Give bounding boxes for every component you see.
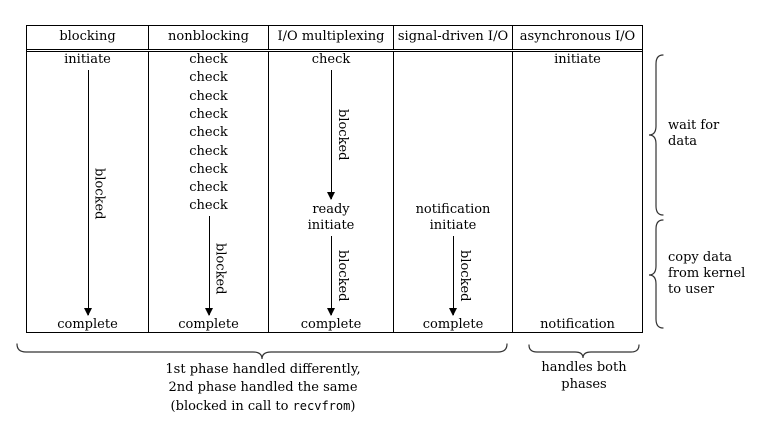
io-models-table: blocking nonblocking I/O multiplexing si… xyxy=(26,25,643,333)
nonblocking-check-label: check xyxy=(189,70,228,85)
wait-for-data-brace xyxy=(648,54,664,216)
recvfrom-code: recvfrom xyxy=(292,399,351,413)
wait-for-data-line2: data xyxy=(668,134,698,149)
blocking-complete-label: complete xyxy=(57,317,118,332)
async-notification-label: notification xyxy=(540,317,615,332)
phases-caption-line3-pre: (blocked in call to xyxy=(170,399,293,414)
multiplexing-blocked-label-2: blocked xyxy=(335,250,350,302)
signal-blocked-label: blocked xyxy=(457,250,472,302)
copy-data-label: copy data from kernel to user xyxy=(668,250,758,298)
nonblocking-down-arrow xyxy=(204,216,213,316)
table-body: initiate blocked complete check check ch… xyxy=(27,52,642,332)
multiplexing-complete-label: complete xyxy=(300,317,362,332)
phases-caption-line3: (blocked in call to recvfrom) xyxy=(78,397,448,416)
first-four-models-brace xyxy=(16,343,508,360)
multiplexing-ready-label: ready xyxy=(312,202,350,217)
phases-caption-line1: 1st phase handled differently, xyxy=(165,362,361,377)
async-initiate-label: initiate xyxy=(554,52,601,67)
blocking-blocked-label: blocked xyxy=(91,168,107,220)
nonblocking-check-label: check xyxy=(189,180,228,195)
nonblocking-check-label: check xyxy=(189,89,228,104)
nonblocking-check-label: check xyxy=(189,52,228,67)
handles-both-line2: phases xyxy=(561,377,607,392)
column-io-multiplexing: check blocked ready initiate blocked com… xyxy=(269,52,394,332)
multiplexing-initiate-label: initiate xyxy=(307,218,355,233)
nonblocking-check-label: check xyxy=(189,125,228,140)
header-asynchronous: asynchronous I/O xyxy=(519,29,636,44)
header-signal-driven: signal-driven I/O xyxy=(394,26,513,49)
column-signal-driven: notification initiate blocked complete xyxy=(394,52,513,332)
blocking-initiate-label: initiate xyxy=(64,52,111,67)
header-blocking: blocking xyxy=(27,26,149,49)
copy-data-line1: copy data xyxy=(668,250,732,265)
nonblocking-complete-label: complete xyxy=(178,317,239,332)
handles-both-caption: handles both phases xyxy=(524,359,644,393)
column-asynchronous: initiate notification xyxy=(513,52,642,332)
copy-data-line2: from kernel xyxy=(668,266,746,281)
column-nonblocking: check check check check check check chec… xyxy=(149,52,269,332)
nonblocking-check-label: check xyxy=(189,198,228,213)
table-header-row: blocking nonblocking I/O multiplexing si… xyxy=(27,26,642,52)
multiplexing-blocked-label-1: blocked xyxy=(335,109,350,161)
nonblocking-check-label: check xyxy=(189,144,228,159)
nonblocking-check-label: check xyxy=(189,162,228,177)
signal-copy-arrow xyxy=(449,236,457,316)
blocking-down-arrow xyxy=(83,70,92,316)
wait-for-data-label: wait for data xyxy=(668,118,753,150)
multiplexing-check-label: check xyxy=(311,52,351,67)
signal-notification-label: notification xyxy=(415,202,491,217)
nonblocking-blocked-label: blocked xyxy=(212,243,228,295)
column-blocking: initiate blocked complete xyxy=(27,52,149,332)
header-io-multiplexing: I/O multiplexing xyxy=(269,26,394,49)
multiplexing-copy-arrow xyxy=(327,236,335,316)
async-model-brace xyxy=(528,344,640,359)
signal-initiate-label: initiate xyxy=(429,218,477,233)
header-nonblocking: nonblocking xyxy=(149,26,269,49)
copy-data-brace xyxy=(648,219,664,329)
phases-caption-line2: 2nd phase handled the same xyxy=(168,380,358,395)
copy-data-line3: to user xyxy=(668,282,715,297)
signal-complete-label: complete xyxy=(422,317,484,332)
handles-both-line1: handles both xyxy=(541,360,627,375)
multiplexing-wait-arrow xyxy=(327,70,335,200)
nonblocking-check-label: check xyxy=(189,107,228,122)
phases-caption: 1st phase handled differently, 2nd phase… xyxy=(78,361,448,416)
phases-caption-line3-post: ) xyxy=(350,399,356,414)
wait-for-data-line1: wait for xyxy=(668,118,720,133)
